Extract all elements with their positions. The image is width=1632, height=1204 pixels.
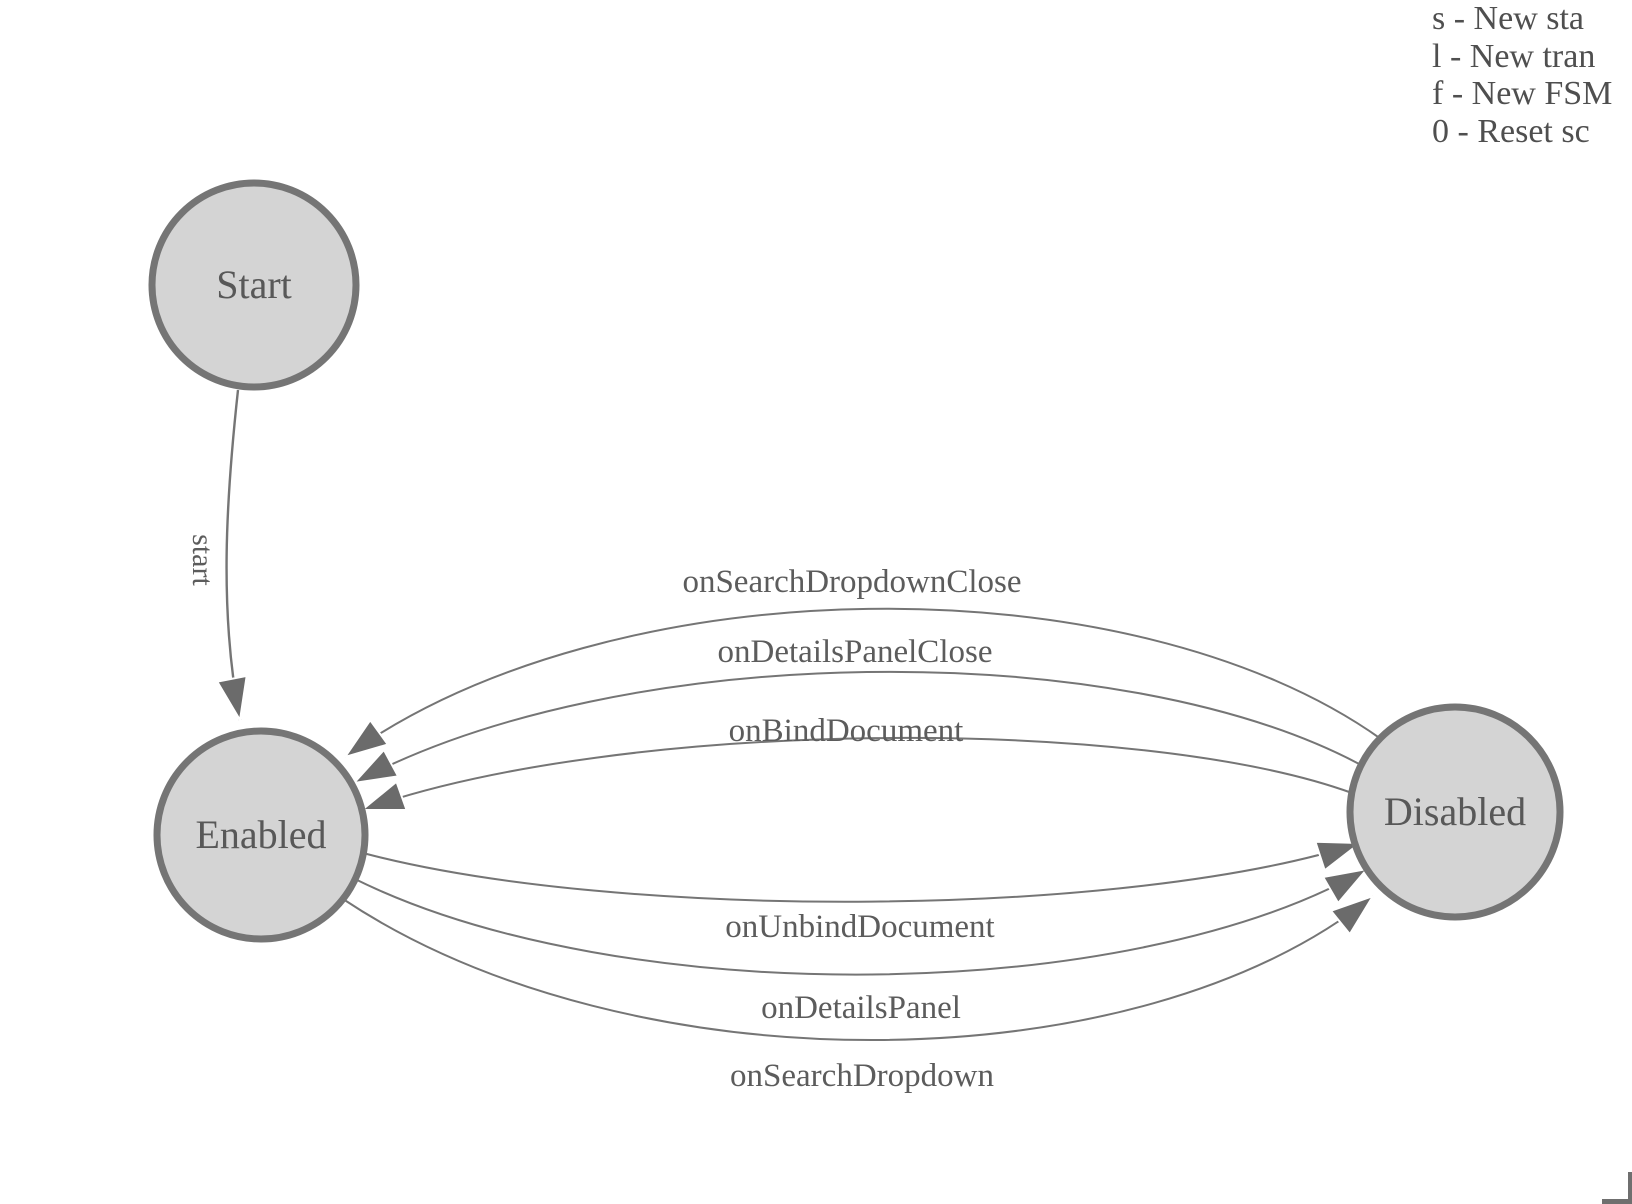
transition-path-start[interactable] [227,389,240,720]
legend-line-new-state: s - New sta [1432,0,1585,37]
transition-path-onSearchDropdownClose[interactable] [345,607,1382,757]
state-node-enabled: Enabled [153,727,369,943]
transition-path-onBindDocument[interactable] [362,736,1353,810]
transition-path-onUnbindDocument[interactable] [362,843,1360,903]
transition-path-onSearchDropdown[interactable] [342,896,1373,1041]
transition-label-onDetailsPanelClose: onDetailsPanelClose [718,634,993,670]
transition-label-onSearchDropdown: onSearchDropdown [730,1058,994,1094]
state-label-enabled: Enabled [195,812,326,857]
transition-label-onUnbindDocument: onUnbindDocument [725,909,994,945]
transition-path-onDetailsPanel[interactable] [354,869,1367,976]
state-label-disabled: Disabled [1384,789,1526,834]
state-circle-enabled[interactable] [153,727,369,943]
canvas-corner-mark [1602,1172,1632,1204]
transition-label-start: start [186,534,219,586]
state-node-start: Start [148,179,360,391]
shortcut-legend: s - New sta l - New tran f - New FSM 0 -… [1432,0,1612,150]
state-label-start: Start [216,262,292,307]
state-circle-disabled[interactable] [1346,703,1564,921]
transition-label-onDetailsPanel: onDetailsPanel [761,990,961,1026]
state-circle-start[interactable] [148,179,360,391]
transition-path-onDetailsPanelClose[interactable] [354,670,1362,783]
transition-label-onBindDocument: onBindDocument [729,713,964,749]
legend-line-reset: 0 - Reset sc [1432,112,1590,150]
legend-line-new-fsm: f - New FSM [1432,75,1613,112]
legend-line-new-transition: l - New tran [1432,37,1596,75]
state-node-disabled: Disabled [1346,703,1564,921]
transition-label-onSearchDropdownClose: onSearchDropdownClose [682,564,1021,600]
